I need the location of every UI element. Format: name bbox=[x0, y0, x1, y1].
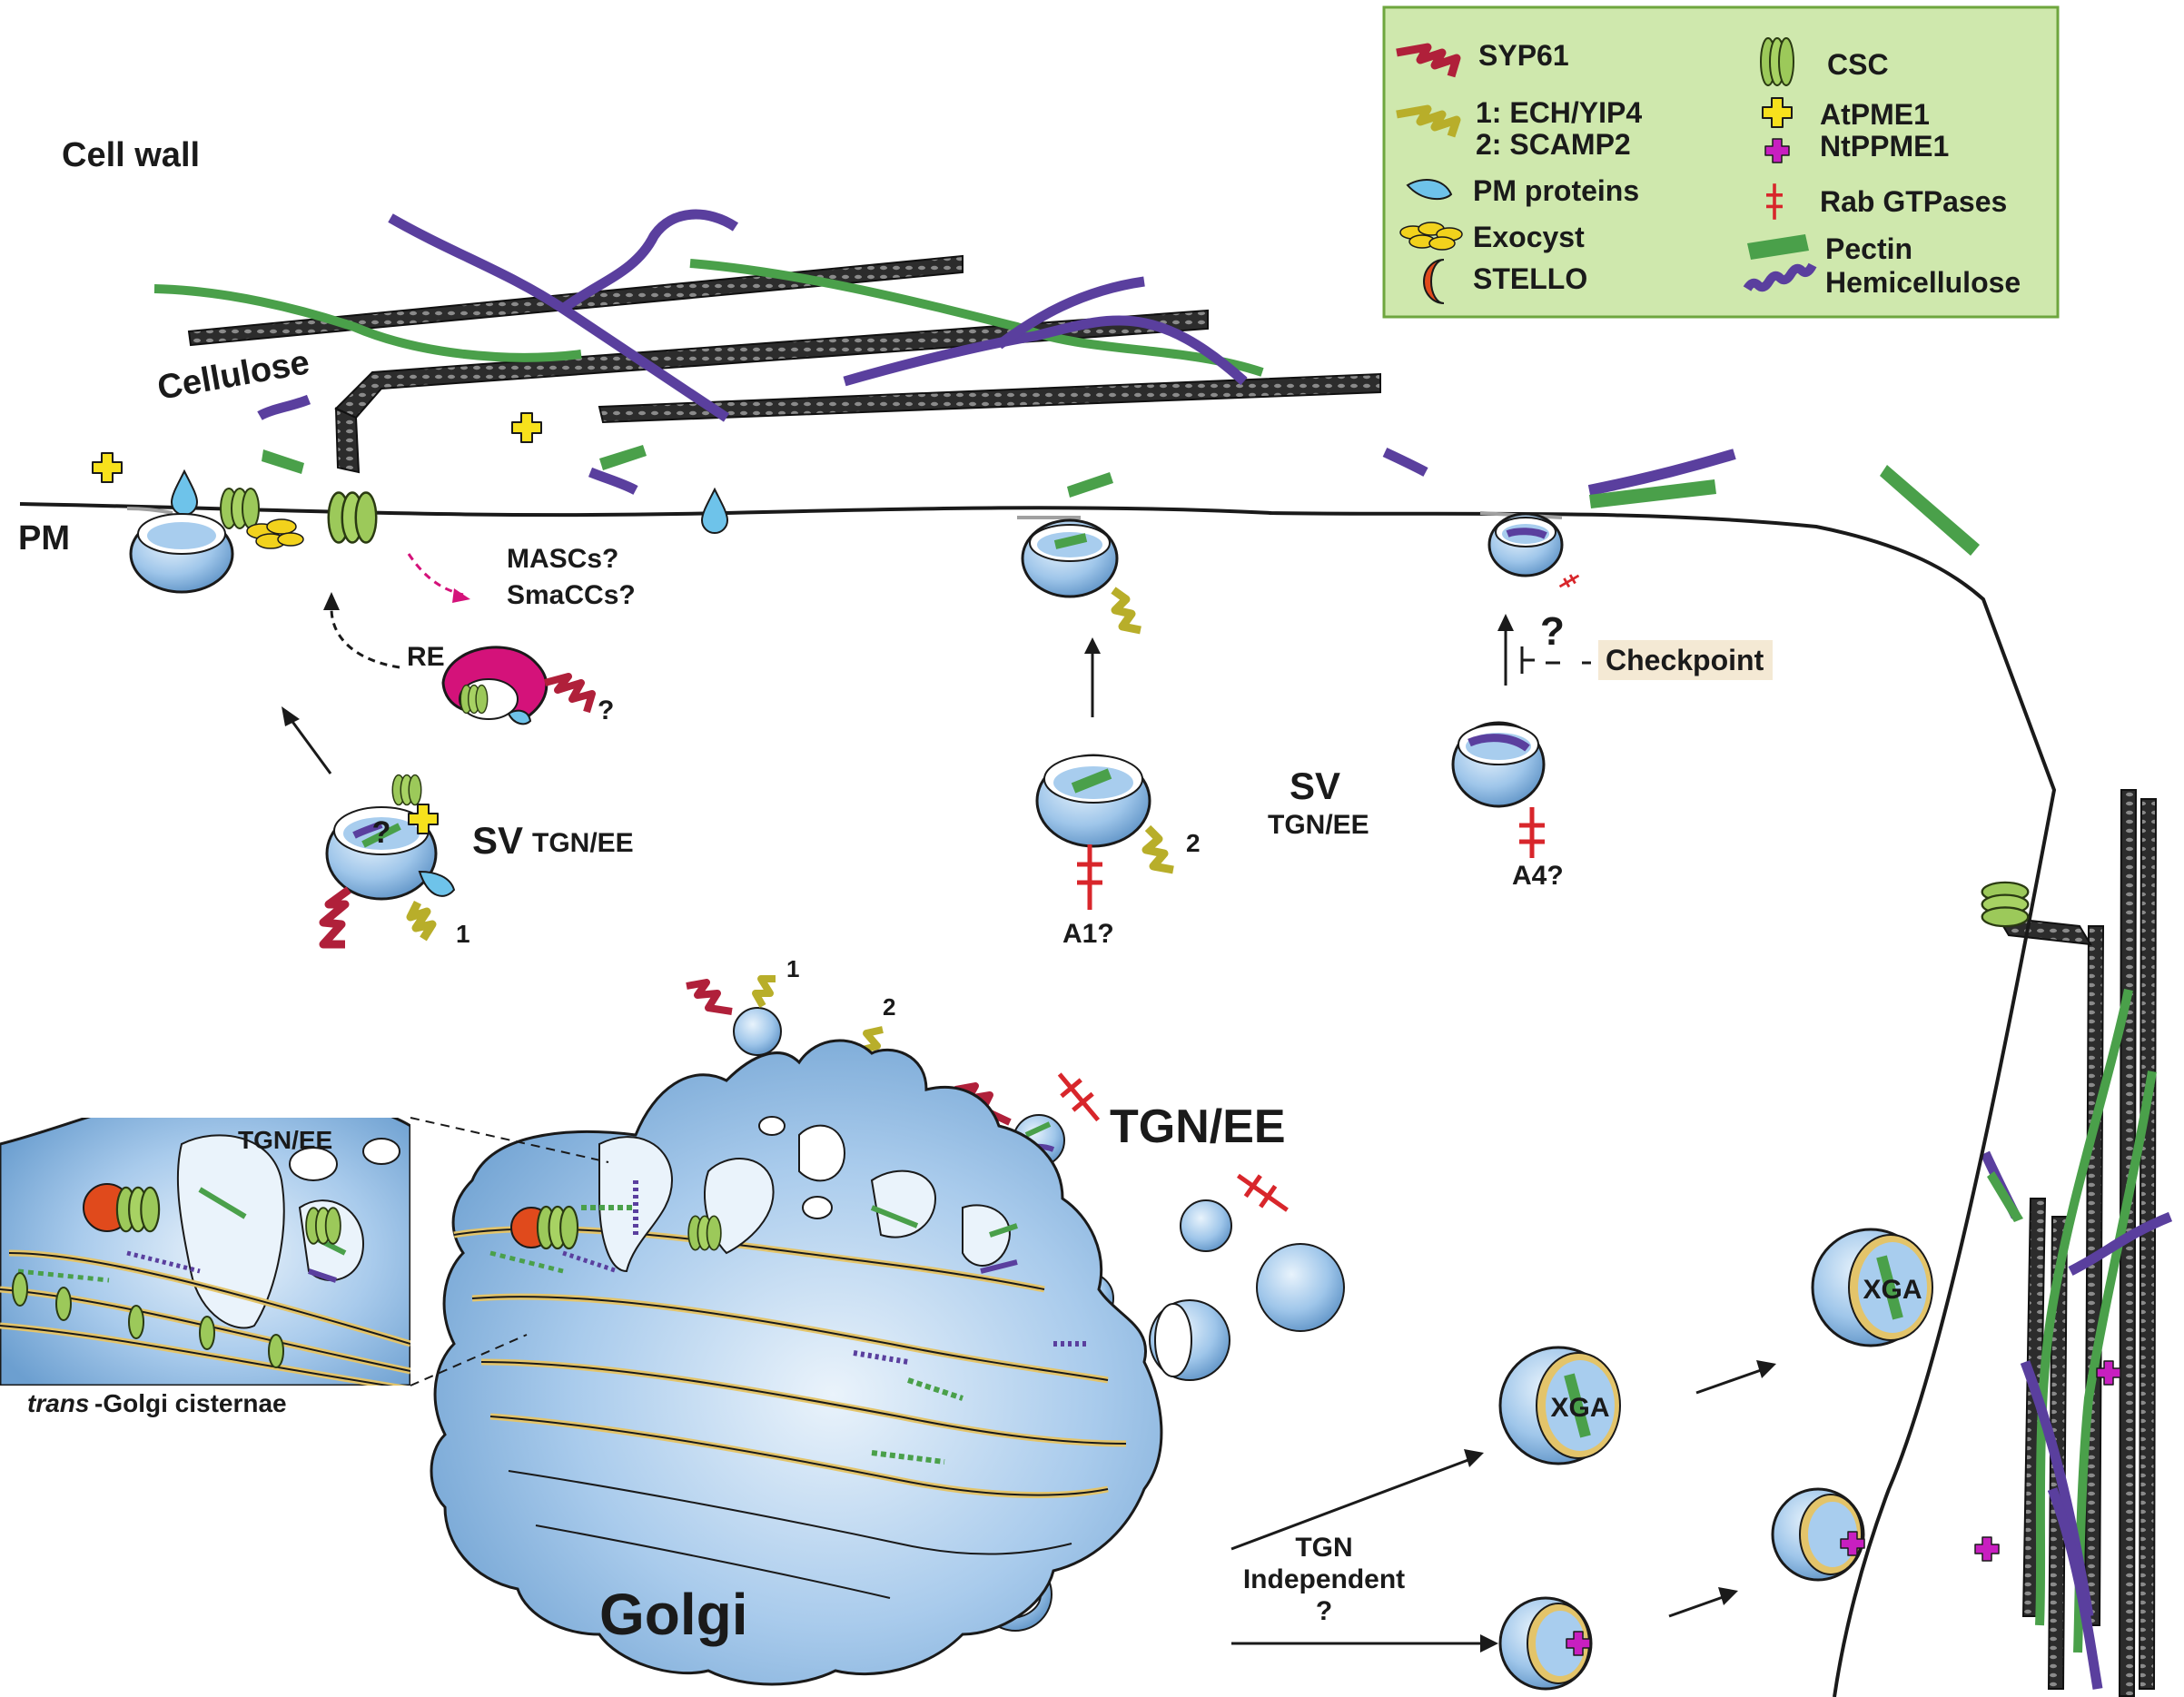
sv-left-num1: 1 bbox=[456, 920, 470, 948]
csc-sv-icon bbox=[391, 774, 422, 806]
rab-a4-icon bbox=[1519, 807, 1545, 858]
legend-label-csc: CSC bbox=[1827, 48, 1889, 81]
legend-pectin-icon bbox=[1747, 234, 1809, 260]
checkpoint-box bbox=[1598, 640, 1773, 680]
csc-pm-icon-1 bbox=[220, 488, 260, 529]
budding-vesicle-1 bbox=[686, 975, 782, 1056]
pm-protein-icon-1 bbox=[171, 470, 198, 516]
syp61-sv-icon bbox=[319, 886, 351, 949]
secretory-vesicle-right bbox=[1451, 721, 1546, 808]
sv-left-tgn-label: TGN/EE bbox=[532, 828, 634, 858]
legend-rab-icon bbox=[1765, 183, 1784, 220]
budding-num1: 1 bbox=[786, 955, 799, 982]
budding-vesicle-4 bbox=[1180, 1173, 1289, 1252]
golgi-label: Golgi bbox=[599, 1582, 748, 1647]
legend-label-exocyst: Exocyst bbox=[1473, 221, 1585, 253]
free-vesicle-3 bbox=[1149, 1299, 1230, 1381]
csc-golgi-icon-1 bbox=[536, 1205, 579, 1250]
a4-label: A4? bbox=[1512, 861, 1564, 891]
sv-mid-label: SV bbox=[1290, 765, 1340, 807]
legend-label-pm-proteins: PM proteins bbox=[1473, 174, 1639, 207]
legend-pm-protein-icon bbox=[1406, 179, 1453, 201]
legend-label-rab: Rab GTPases bbox=[1820, 185, 2007, 218]
xga-label-1: XGA bbox=[1550, 1393, 1609, 1423]
legend-label-syp61: SYP61 bbox=[1478, 39, 1569, 72]
tgn-indep-label-1: TGN bbox=[1295, 1533, 1352, 1563]
legend-label-ech: 1: ECH/YIP4 bbox=[1476, 96, 1642, 129]
secretory-vesicle-center bbox=[1035, 754, 1151, 848]
free-polymers bbox=[257, 394, 2023, 1222]
atpme1-wall-icon-1 bbox=[92, 452, 123, 483]
legend-stello-icon bbox=[1423, 259, 1445, 304]
xga-vesicle-2 bbox=[1811, 1228, 1933, 1347]
sv-center-num2: 2 bbox=[1186, 829, 1201, 857]
fusing-vesicle-left bbox=[129, 513, 234, 594]
csc-pm-right-icon bbox=[1981, 881, 2030, 928]
legend-label-hemicellulose: Hemicellulose bbox=[1825, 266, 2021, 299]
pm-protein-icon-2 bbox=[701, 488, 728, 534]
mascs-label: MASCs? bbox=[507, 544, 618, 574]
legend-syp61-icon bbox=[1396, 43, 1461, 78]
cell-wall-label: Cell wall bbox=[62, 136, 200, 174]
ntppme1-vesicle-2 bbox=[1771, 1487, 1865, 1582]
legend-box: SYP61 1: ECH/YIP4 2: SCAMP2 PM proteins … bbox=[1382, 5, 2060, 319]
tgn-indep-label-3: ? bbox=[1316, 1596, 1332, 1626]
sv-left-label: SV bbox=[472, 819, 523, 862]
ech-sv-icon bbox=[406, 900, 437, 942]
re-label: RE bbox=[407, 642, 445, 672]
cellulose-label: Cellulose bbox=[154, 343, 312, 408]
legend-exocyst-icon bbox=[1399, 222, 1463, 251]
svg-text:?: ? bbox=[372, 815, 391, 850]
fusing-vesicle-center bbox=[1021, 518, 1141, 635]
exocyst-icon bbox=[246, 518, 304, 549]
pm-protein-sv-icon bbox=[418, 870, 456, 897]
checkpoint-label: Checkpoint bbox=[1606, 644, 1764, 676]
secretory-vesicle-left: ? bbox=[325, 806, 438, 901]
fusing-vesicle-right bbox=[1487, 512, 1580, 588]
legend-label-ntppme1: NtPPME1 bbox=[1820, 130, 1949, 163]
pm-label: PM bbox=[18, 519, 70, 557]
inset-zoom bbox=[0, 1118, 410, 1386]
golgi-apparatus bbox=[430, 1039, 1163, 1686]
a1-label: A1? bbox=[1062, 919, 1114, 949]
recycling-endosome bbox=[441, 646, 596, 725]
xga-vesicle-1 bbox=[1498, 1346, 1621, 1465]
legend-label-stello: STELLO bbox=[1473, 262, 1587, 295]
ntppme1-wall-icon-2 bbox=[1974, 1536, 2000, 1562]
checkpoint-question: ? bbox=[1540, 609, 1565, 654]
re-question: ? bbox=[598, 696, 614, 725]
plasma-membrane bbox=[19, 502, 2057, 1697]
free-vesicle-1 bbox=[1256, 1243, 1345, 1332]
tgn-indep-label-2: Independent bbox=[1243, 1564, 1405, 1594]
ntppme1-vesicle-1 bbox=[1498, 1596, 1593, 1691]
xga-label-2: XGA bbox=[1863, 1275, 1922, 1305]
trans-golgi-label: -Golgi cisternae bbox=[94, 1389, 287, 1417]
budding-num2: 2 bbox=[883, 993, 895, 1021]
csc-golgi-icon-2 bbox=[687, 1215, 722, 1251]
trans-golgi-italic: trans bbox=[27, 1389, 89, 1417]
smaccs-label: SmaCCs? bbox=[507, 580, 636, 610]
inset-tgn-label: TGN/EE bbox=[238, 1126, 332, 1154]
legend-label-scamp2: 2: SCAMP2 bbox=[1476, 128, 1631, 161]
legend-label-atpme1: AtPME1 bbox=[1820, 98, 1930, 131]
atpme1-wall-icon-2 bbox=[511, 412, 542, 443]
tgn-ee-big-label: TGN/EE bbox=[1110, 1100, 1286, 1153]
legend-label-pectin: Pectin bbox=[1825, 232, 1912, 265]
legend-ech-scamp-icon bbox=[1396, 104, 1461, 138]
hemicellulose-strands-wall bbox=[388, 209, 2173, 1690]
legend-hemicellulose-icon bbox=[1743, 262, 1817, 292]
sv-mid-tgn-label: TGN/EE bbox=[1268, 810, 1369, 840]
legend-csc-icon bbox=[1760, 37, 1794, 86]
rab-a1-icon bbox=[1077, 844, 1102, 910]
scamp2-sv-icon bbox=[1141, 824, 1174, 874]
csc-pm-icon-2 bbox=[327, 491, 378, 544]
